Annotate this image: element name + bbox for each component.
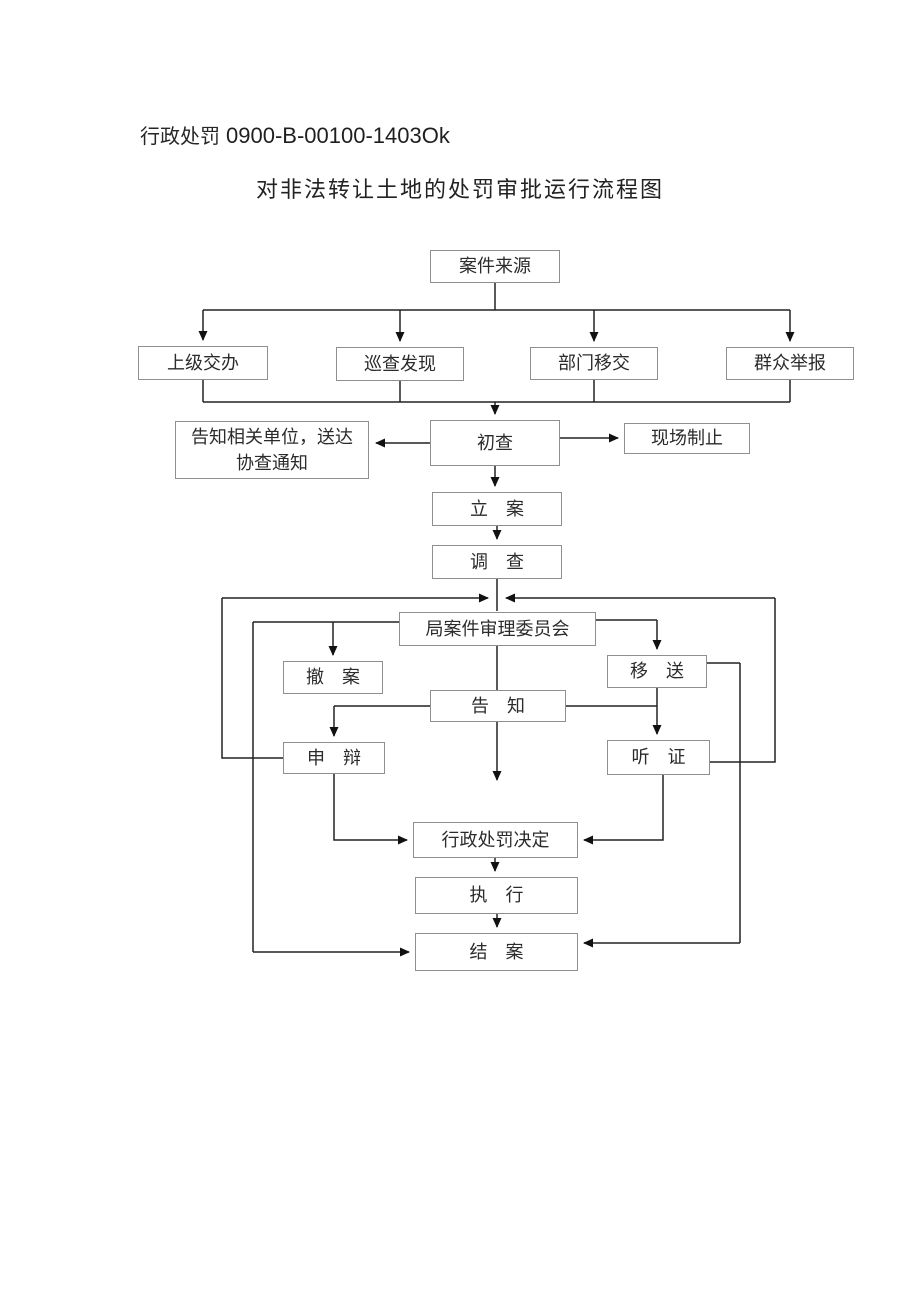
node-notify-units: 告知相关单位，送达 协查通知 [175,421,369,479]
node-patrol-discover: 巡查发现 [336,347,464,381]
node-execute: 执 行 [415,877,578,914]
node-withdraw-case: 撤 案 [283,661,383,694]
node-punishment-decision: 行政处罚决定 [413,822,578,858]
node-file-case: 立 案 [432,492,562,526]
node-hearing: 听 证 [607,740,710,775]
node-dept-transfer: 部门移交 [530,347,658,380]
node-defense: 申 辩 [283,742,385,774]
node-case-source: 案件来源 [430,250,560,283]
node-notify: 告 知 [430,690,566,722]
node-committee: 局案件审理委员会 [399,612,596,646]
header-category: 行政处罚 [140,126,220,148]
page-title: 对非法转让土地的处罚审批运行流程图 [255,177,664,202]
node-transfer: 移 送 [607,655,707,688]
node-preliminary-check: 初查 [430,420,560,466]
node-close-case: 结 案 [415,933,578,971]
header-code: 0900-B-00100-1403Ok [226,123,450,148]
node-public-report: 群众举报 [726,347,854,380]
node-onsite-stop: 现场制止 [624,423,750,454]
node-superior-assign: 上级交办 [138,346,268,380]
document-header: 行政处罚 0900-B-00100-1403Ok [140,120,450,149]
node-investigate: 调 查 [432,545,562,579]
